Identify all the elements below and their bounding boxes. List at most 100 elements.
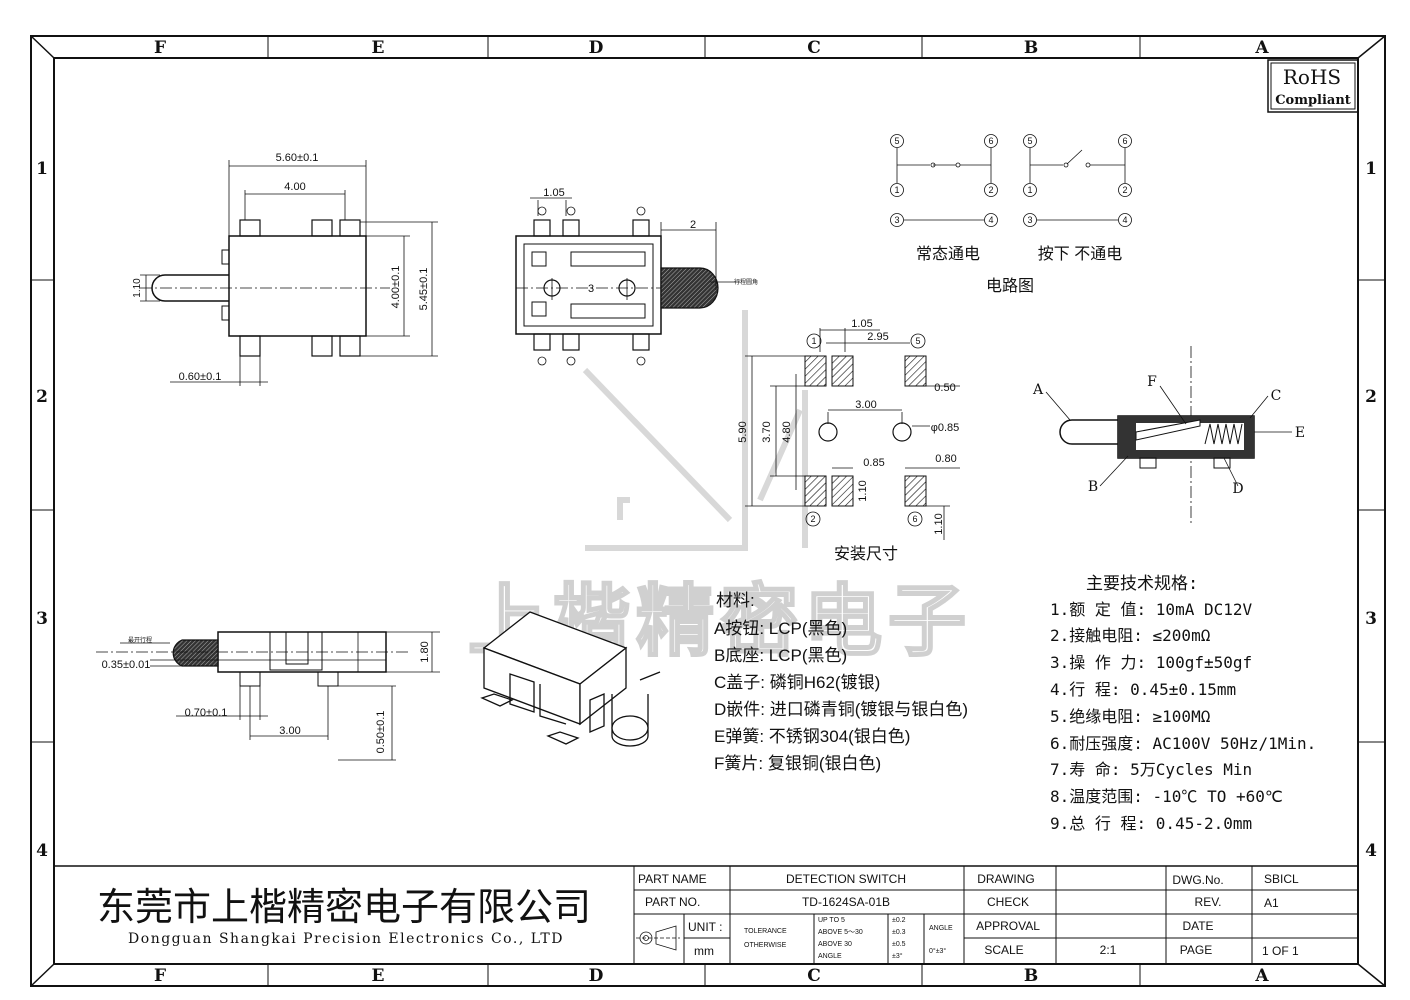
grid-col-bottom-e: E (372, 966, 385, 986)
materials-title: 材料: (716, 591, 755, 610)
page-value: 1 OF 1 (1262, 944, 1299, 958)
spec-3: 3.操 作 力: 100gf±50gf (1050, 653, 1252, 672)
material-d: D嵌件: 进口磷青铜(镀银与银白色) (714, 700, 968, 719)
material-a: A按钮: LCP(黑色) (714, 619, 847, 638)
circuit-pin-2: 2 (988, 185, 993, 195)
grid-row-left-3: 3 (36, 609, 48, 629)
part-name-label: PART NAME (638, 872, 707, 886)
grid-row-left-4: 4 (36, 841, 48, 861)
dim-pad-300: 3.00 (855, 399, 876, 411)
spec-list: 主要技术规格: 1.额 定 值: 10mA DC12V 2.接触电阻: ≤200… (1050, 574, 1316, 833)
grid-row-left-2: 2 (36, 387, 48, 407)
dim-pad-hole: φ0.85 (931, 422, 960, 434)
tol-value-3: ±0.5 (892, 941, 906, 948)
tol-value-4: ±3° (892, 952, 903, 960)
circuit-title: 电路图 (986, 277, 1034, 295)
date-label: DATE (1182, 919, 1213, 933)
title-block: 东莞市上楷精密电子有限公司 Dongguan Shangkai Precisio… (54, 865, 1358, 964)
grid-row-right-4: 4 (1365, 841, 1377, 861)
dim-mid-stroke-note: 行程圆角 (734, 278, 758, 286)
dim-top-height: 4.00±0.1 (390, 266, 402, 309)
section-label-a: A (1032, 382, 1044, 398)
grid-col-bottom-a: A (1254, 966, 1269, 986)
mount-title: 安装尺寸 (834, 545, 898, 563)
grid-col-bottom-d: D (589, 966, 604, 986)
circuit-pin-4: 4 (988, 215, 993, 225)
dim-top-pin: 0.60±0.1 (179, 371, 222, 383)
circuit-caption-pressed: 按下 不通电 (1038, 245, 1122, 263)
rohs-subtitle: Compliant (1275, 93, 1351, 108)
dim-top-width: 5.60±0.1 (276, 152, 319, 164)
dim-side-050: 0.50±0.1 (375, 711, 387, 754)
dim-mid-2: 2 (690, 219, 696, 231)
mount-pin-6: 6 (912, 514, 917, 524)
grid-row-left-1: 1 (36, 159, 48, 179)
section-label-d: D (1232, 481, 1243, 497)
grid-col-top-c: C (807, 38, 821, 58)
dwg-no-value: SBICL (1264, 872, 1299, 886)
tol-range-2: ABOVE 5～30 (818, 929, 863, 936)
grid-col-bottom-c: C (807, 966, 821, 986)
circuit-pin-2b: 2 (1122, 185, 1127, 195)
unit-value: mm (694, 944, 714, 958)
isometric-view (480, 611, 661, 747)
otherwise-label: OTHERWISE (744, 942, 787, 949)
grid-col-top-e: E (372, 38, 385, 58)
specs-title: 主要技术规格: (1086, 574, 1198, 594)
grid-col-top-a: A (1254, 38, 1269, 58)
dim-side-300: 3.00 (279, 725, 300, 737)
bottom-view: 1.05 2 3 行程圆角 (515, 187, 758, 366)
circuit-pin-6: 6 (988, 136, 993, 146)
dim-side-035: 0.35±0.01 (102, 659, 151, 671)
spec-9: 9.总 行 程: 0.45-2.0mm (1050, 814, 1252, 833)
part-no-label: PART NO. (645, 895, 700, 909)
circuit-pin-3: 3 (894, 215, 899, 225)
tol-value-1: ±0.2 (892, 917, 906, 924)
dim-pad-080: 0.80 (935, 453, 956, 465)
mount-pin-2: 2 (810, 514, 815, 524)
dim-top-stem: 1.10 (132, 278, 143, 298)
grid-col-top-b: B (1024, 38, 1038, 58)
grid-col-top-d: D (589, 38, 604, 58)
dwg-no-label: DWG.No. (1172, 873, 1223, 887)
section-label-b: B (1088, 479, 1098, 495)
grid-row-right-1: 1 (1365, 159, 1377, 179)
material-c: C盖子: 磷铜H62(镀银) (714, 673, 880, 692)
angle-value: 0°±3° (929, 947, 946, 955)
scale-value: 2:1 (1100, 943, 1117, 957)
material-f: F簧片: 复银铜(银白色) (714, 754, 881, 773)
section-label-e: E (1295, 425, 1305, 441)
mount-pin-1: 1 (811, 336, 816, 346)
tolerance-label: TOLERANCE (744, 928, 787, 935)
angle-label: ANGLE (929, 925, 953, 932)
materials-list: 材料: A按钮: LCP(黑色) B底座: LCP(黑色) C盖子: 磷铜H62… (714, 591, 968, 773)
sheet-frame: F E D C B A F E D C B A 1 2 3 4 1 2 3 4 (30, 35, 1386, 987)
dim-mid-105: 1.05 (543, 187, 564, 199)
spec-8: 8.温度范围: -10℃ TO +60℃ (1050, 787, 1283, 806)
dim-side-note: 最开行程 (128, 636, 152, 644)
tol-range-4: ANGLE (818, 953, 842, 960)
rohs-badge: RoHS Compliant (1267, 59, 1359, 113)
material-e: E弹簧: 不锈钢304(银白色) (714, 727, 910, 746)
grid-col-bottom-b: B (1024, 966, 1038, 986)
dim-pad-110b: 1.10 (933, 513, 945, 534)
rev-value: A1 (1264, 896, 1279, 910)
dim-pad-050: 0.50 (934, 382, 955, 394)
section-view: A F C E B D (1032, 346, 1305, 525)
dim-pad-370: 3.70 (761, 421, 773, 442)
part-no-value: TD-1624SA-01B (802, 895, 890, 909)
grid-col-top-f: F (154, 38, 166, 58)
spec-6: 6.耐压强度: AC100V 50Hz/1Min. (1050, 734, 1316, 753)
dim-pad-085: 0.85 (863, 457, 884, 469)
dim-side-180: 1.80 (419, 641, 431, 662)
dim-mid-3: 3 (588, 283, 594, 295)
approval-label: APPROVAL (976, 919, 1040, 933)
spec-4: 4.行 程: 0.45±0.15mm (1050, 680, 1236, 699)
spec-7: 7.寿 命: 5万Cycles Min (1050, 760, 1252, 779)
spec-1: 1.额 定 值: 10mA DC12V (1050, 600, 1252, 619)
material-b: B底座: LCP(黑色) (714, 646, 847, 665)
page-label: PAGE (1180, 943, 1212, 957)
mounting-footprint: 1.05 2.95 0.50 3.00 φ0.85 0.85 0.80 5.90… (737, 318, 960, 563)
tol-value-2: ±0.3 (892, 929, 906, 936)
